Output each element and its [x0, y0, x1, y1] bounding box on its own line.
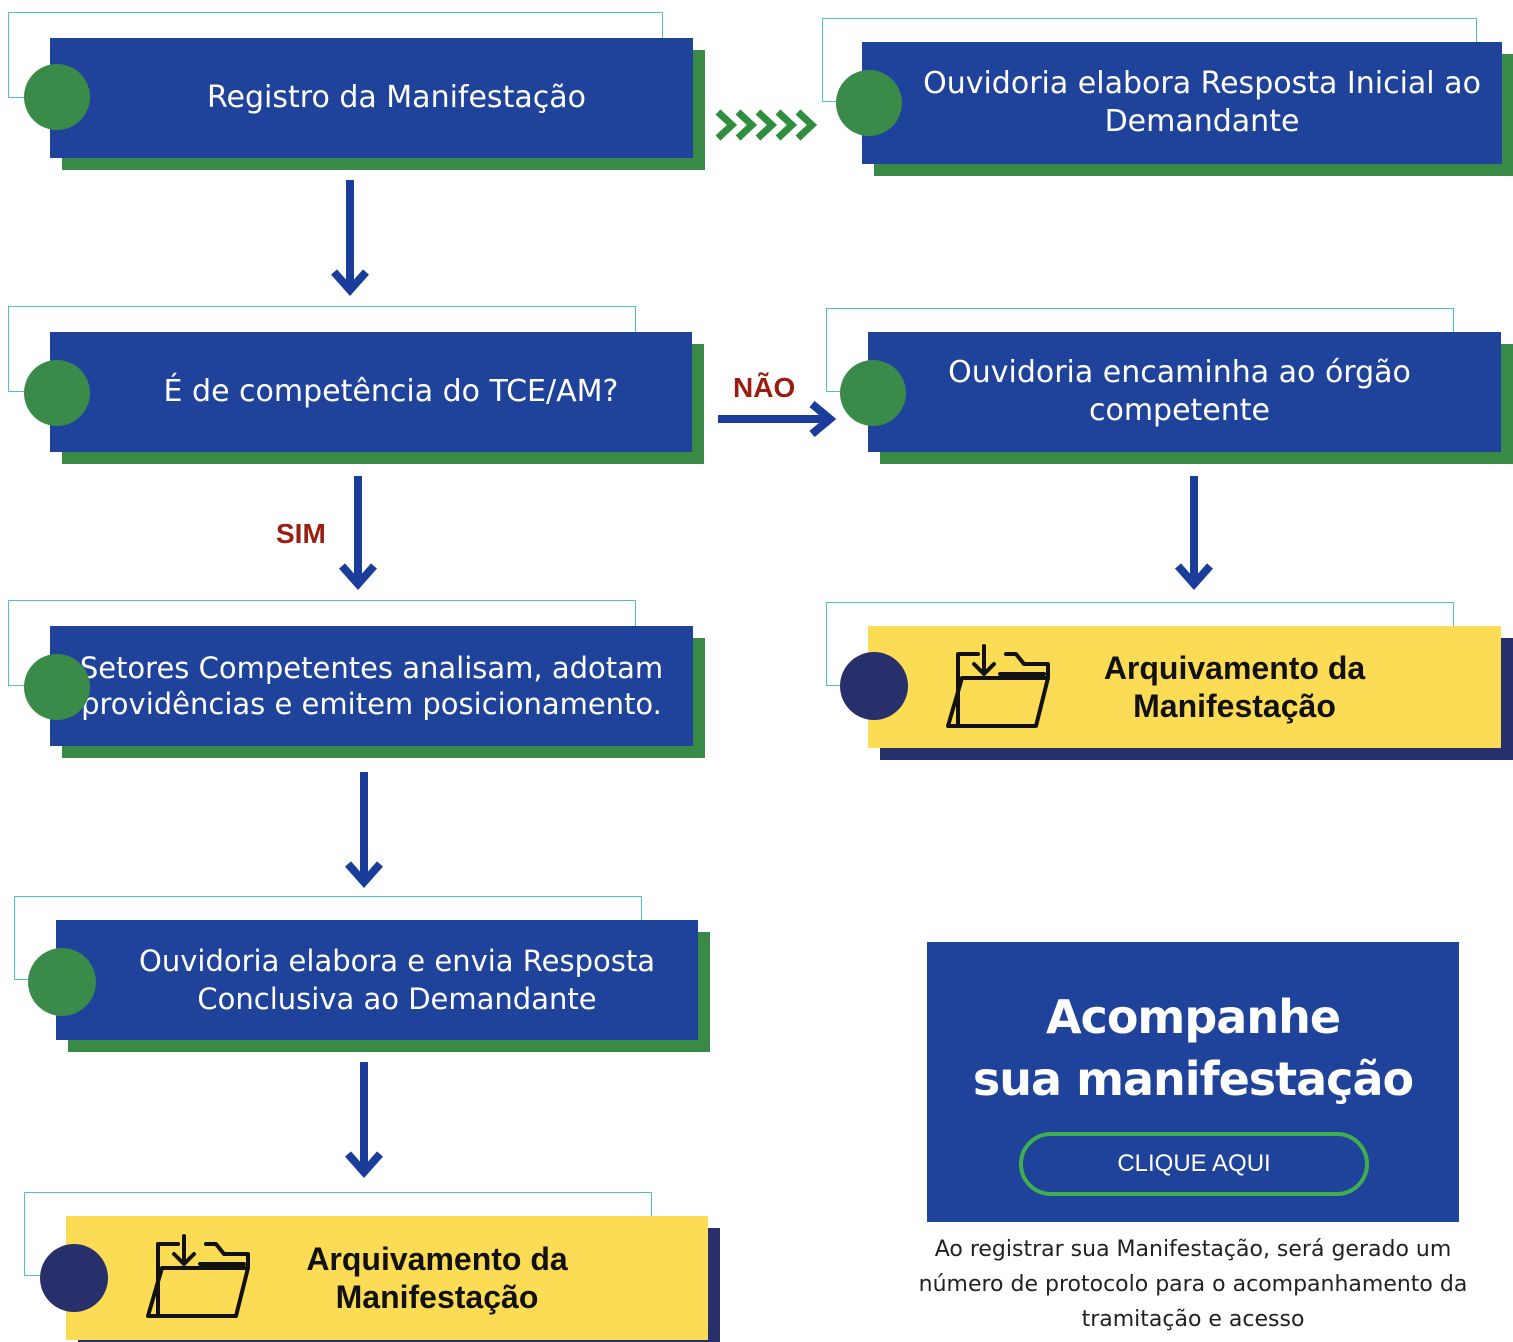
step-label: Ouvidoria elabora e envia Resposta Concl… [56, 920, 698, 1040]
step-bullet [840, 652, 908, 720]
promo-title-line1: Acompanhe [1045, 990, 1341, 1044]
step-label: Ouvidoria encaminha ao órgão competente [868, 332, 1501, 452]
arrow-down-icon [331, 180, 369, 297]
clique-aqui-button[interactable]: CLIQUE AQUI [1019, 1132, 1369, 1196]
step-bullet [24, 360, 90, 426]
step-bullet [24, 654, 90, 720]
protocol-note: Ao registrar sua Manifestação, será gera… [918, 1237, 1468, 1332]
step-bullet [24, 64, 90, 130]
arrow-right-icon [718, 400, 837, 438]
nao-label: NÃO [733, 372, 796, 403]
track-promo-banner[interactable]: Acompanhe sua manifestação CLIQUE AQUI [927, 942, 1459, 1222]
folder-download-icon [146, 1234, 250, 1318]
arrow-down-icon [345, 1062, 383, 1179]
step-label: Setores Competentes analisam, adotam pro… [50, 626, 693, 746]
folder-download-icon [946, 644, 1050, 728]
arrow-down-icon [345, 772, 383, 889]
chevrons-right-icon [715, 109, 818, 141]
arrow-down-icon [339, 476, 377, 591]
sim-label: SIM [276, 518, 326, 549]
step-bullet [836, 70, 902, 136]
step-bullet [28, 948, 96, 1016]
promo-title-line2: sua manifestação [972, 1052, 1414, 1106]
step-label: É de competência do TCE/AM? [50, 332, 692, 452]
step-bullet [40, 1244, 108, 1312]
arrow-down-icon [1175, 476, 1213, 591]
step-label: Ouvidoria elabora Resposta Inicial ao De… [862, 42, 1502, 164]
step-bullet [840, 360, 906, 426]
step-label: Registro da Manifestação [50, 38, 693, 158]
step-label: Arquivamento da Manifestação [66, 1216, 708, 1340]
